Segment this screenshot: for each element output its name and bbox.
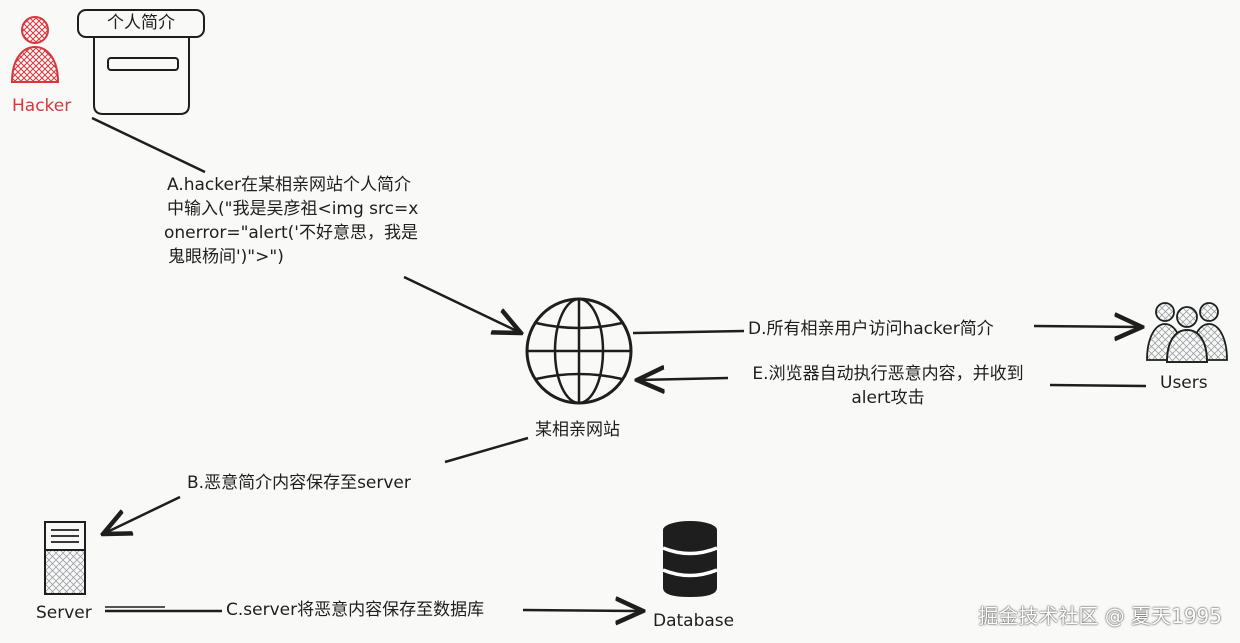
website-label: 某相亲网站 <box>535 420 620 440</box>
edge-e-line <box>637 378 1147 386</box>
edge-a-line-3: onerror="alert('不好意思，我是 <box>164 223 418 243</box>
edge-b-label: B.恶意简介内容保存至server <box>187 473 411 493</box>
globe-icon <box>525 297 633 405</box>
edge-d-label: D.所有相亲用户访问hacker简介 <box>748 319 994 339</box>
users-label: Users <box>1160 373 1208 393</box>
edge-a-line-2: 中输入("我是吴彦祖<img src=x <box>167 199 419 219</box>
edge-c-label: C.server将恶意内容保存至数据库 <box>226 600 485 620</box>
edge-a-line <box>91 116 521 333</box>
server-label: Server <box>36 603 92 623</box>
server-icon <box>44 521 86 595</box>
users-icon <box>1146 302 1228 363</box>
profile-box-icon <box>77 9 205 115</box>
edge-e-line-2: alert攻击 <box>851 388 925 408</box>
edge-b-line <box>103 436 529 534</box>
edge-a-label: A.hacker在某相亲网站个人简介 中输入("我是吴彦祖<img src=x … <box>160 173 418 269</box>
hacker-icon <box>10 16 60 83</box>
edge-d-line <box>632 326 1142 333</box>
edge-e-line-1: E.浏览器自动执行恶意内容，并收到 <box>752 364 1024 384</box>
edge-a-line-4: 鬼眼杨间')">") <box>168 247 284 267</box>
edge-a-line-1: A.hacker在某相亲网站个人简介 <box>167 175 411 195</box>
database-label: Database <box>653 611 735 631</box>
profile-box-label: 个人简介 <box>107 13 175 33</box>
database-icon <box>662 521 718 597</box>
edge-c-line <box>105 607 643 611</box>
watermark: 掘金技术社区 @ 夏天1995 <box>978 604 1222 628</box>
edge-e-label: E.浏览器自动执行恶意内容，并收到 alert攻击 <box>728 362 1048 410</box>
hacker-label: Hacker <box>12 96 72 116</box>
